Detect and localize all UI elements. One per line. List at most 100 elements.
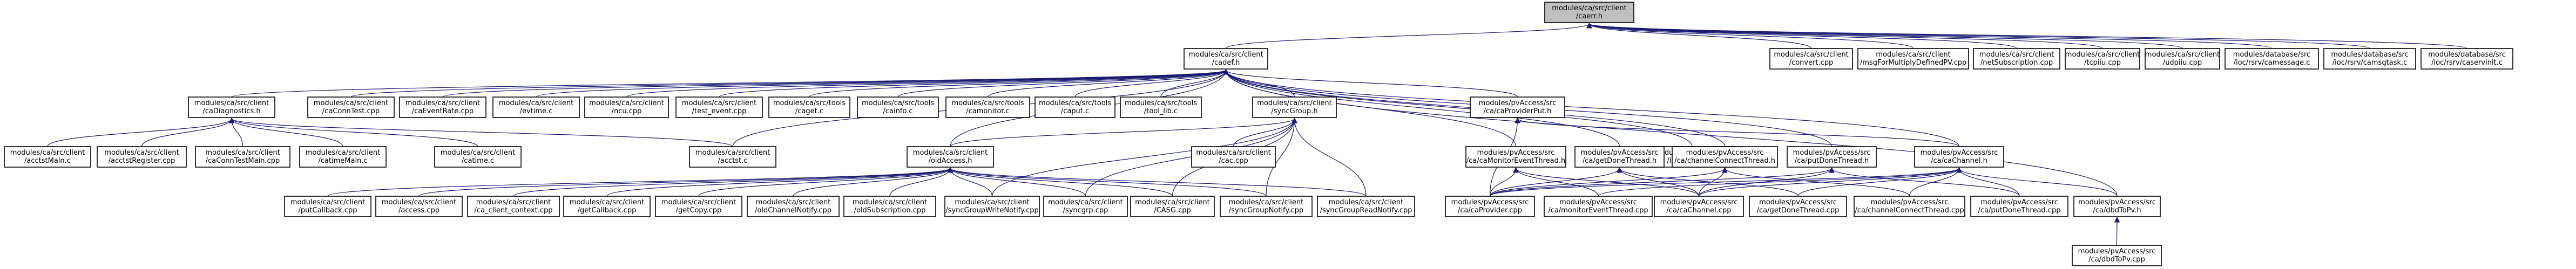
graph-node-caClientContext[interactable]: modules/ca/src/client/ca_client_context.… <box>467 196 560 217</box>
graph-node-syncgrp[interactable]: modules/ca/src/client/syncgrp.cpp <box>1043 196 1128 217</box>
graph-node-rsrvCamsgtask[interactable]: modules/database/src/ioc/rsrv/camsgtask.… <box>2323 48 2416 70</box>
graph-node-msgForMultiply[interactable]: modules/ca/src/client/msgForMultiplyDefi… <box>1857 48 1969 70</box>
graph-node-syncGroupWriteNotify[interactable]: modules/ca/src/client/syncGroupWriteNoti… <box>944 196 1040 217</box>
graph-node-acctstMain[interactable]: modules/ca/src/client/acctstMain.c <box>4 146 91 168</box>
edge-pvaGetDoneCpp-to-pvaGetDone <box>1620 168 1799 197</box>
graph-node-acctstRegister[interactable]: modules/ca/src/client/acctstRegister.cpp <box>97 146 187 168</box>
graph-node-pvaProviderPut[interactable]: modules/pvAccess/src/ca/caProviderPut.h <box>1470 96 1565 118</box>
graph-node-getCallback[interactable]: modules/ca/src/client/getCallback.cpp <box>563 196 651 217</box>
node-label-line: modules/pvAccess/src <box>1759 198 1837 206</box>
node-label-line: /tool_lib.c <box>1144 107 1178 115</box>
graph-node-cadef[interactable]: modules/ca/src/client/cadef.h <box>1184 48 1268 70</box>
node-label-line: /ioc/rsrv/caservinit.c <box>2431 59 2503 67</box>
node-label-line: modules/pvAccess/src <box>1581 149 1659 157</box>
graph-node-CASG[interactable]: modules/ca/src/client/CASG.cpp <box>1130 196 1215 217</box>
node-label-line: modules/ca/src/client <box>382 198 456 206</box>
node-label-line: /cadef.h <box>1212 59 1240 67</box>
graph-node-pvaCaProvider[interactable]: modules/pvAccess/src/ca/caProvider.cpp <box>1445 196 1535 217</box>
graph-node-syncGroupNotify[interactable]: modules/ca/src/client/syncGroupNotify.cp… <box>1220 196 1313 217</box>
node-box <box>1857 48 1969 70</box>
graph-node-toolsToolLib[interactable]: modules/ca/src/tools/tool_lib.c <box>1120 96 1202 118</box>
node-label-line: modules/pvAccess/src <box>1921 149 1998 157</box>
graph-node-pvaCaChannelCpp[interactable]: modules/pvAccess/src/ca/caChannel.cpp <box>1654 196 1744 217</box>
graph-node-caConnTest[interactable]: modules/ca/src/client/caConnTest.cpp <box>307 96 395 118</box>
node-label-line: modules/ca/src/client <box>405 99 480 107</box>
node-label-line: modules/ca/src/client <box>1135 198 1209 206</box>
graph-node-pvaDbdToPvCpp[interactable]: modules/pvAccess/src/ca/dbdToPv.cpp <box>2072 245 2162 266</box>
edge-pvaPutDoneCpp-to-pvaPutDone <box>1832 168 2020 197</box>
graph-node-getCopy[interactable]: modules/ca/src/client/getCopy.cpp <box>655 196 742 217</box>
node-label-line: modules/ca/src/client <box>853 198 927 206</box>
edge-pvaMonitorEventCpp-to-pvaCaChannel <box>1598 168 1959 197</box>
node-label-line: modules/ca/src/client <box>476 198 551 206</box>
node-label-line: modules/ca/src/client <box>1048 198 1123 206</box>
node-label-line: /ca/caChannel.cpp <box>1666 206 1731 215</box>
edge-pvaCaChannelCpp-to-pvaCaChannel <box>1698 168 1959 197</box>
graph-node-convert[interactable]: modules/ca/src/client/convert.cpp <box>1769 48 1853 70</box>
graph-node-rsrvCaMsg[interactable]: modules/database/src/ioc/rsrv/camessage.… <box>2225 48 2319 70</box>
graph-node-pvaGetDone[interactable]: modules/pvAccess/src/ca/getDoneThread.h <box>1574 146 1665 168</box>
node-box <box>2421 48 2513 70</box>
graph-node-udpiiu[interactable]: modules/ca/src/client/udpiiu.cpp <box>2145 48 2220 70</box>
node-label-line: modules/ca/src/tools <box>951 99 1024 107</box>
node-box <box>1130 196 1215 217</box>
graph-node-oldChannelNotify[interactable]: modules/ca/src/client/oldChannelNotify.c… <box>747 196 840 217</box>
graph-node-putCallback[interactable]: modules/ca/src/client/putCallback.cpp <box>284 196 371 217</box>
edge-pvaCaChannel-to-pvaProviderPut <box>1518 119 1960 147</box>
graph-node-acctstTime[interactable]: modules/ca/src/client/evtime.c <box>492 96 580 118</box>
graph-node-rsrvCaservinit[interactable]: modules/database/src/ioc/rsrv/caservinit… <box>2421 48 2513 70</box>
edge-pvaCaProvider-to-pvaChannelConnect <box>1489 168 1725 197</box>
node-box <box>467 196 560 217</box>
graph-node-toolsCaget[interactable]: modules/ca/src/tools/caget.c <box>768 96 850 118</box>
graph-node-pvaChannelConnectCpp[interactable]: modules/pvAccess/src/ca/channelConnectTh… <box>1854 196 1965 217</box>
node-label-line: modules/ca/src/client <box>2145 51 2220 59</box>
graph-node-pvaCaChannel[interactable]: modules/pvAccess/src/ca/caChannel.h <box>1914 146 2004 168</box>
graph-node-access[interactable]: modules/ca/src/client/access.cpp <box>375 196 463 217</box>
edges-layer <box>47 24 2467 246</box>
graph-node-pvaDbdToPvH[interactable]: modules/pvAccess/src/ca/dbdToPv.h <box>2073 196 2161 217</box>
graph-node-tcpiiu[interactable]: modules/ca/src/client/tcpiiu.cpp <box>2065 48 2140 70</box>
graph-node-oldSubscription[interactable]: modules/ca/src/client/oldSubscription.cp… <box>843 196 936 217</box>
graph-node-oldAccess[interactable]: modules/ca/src/client/oldAccess.h <box>907 146 994 168</box>
graph-node-toolsCaput[interactable]: modules/ca/src/tools/caput.c <box>1035 96 1115 118</box>
node-box <box>188 96 275 118</box>
graph-node-acctst[interactable]: modules/ca/src/client/acctst.c <box>689 146 776 168</box>
graph-node-testEvent[interactable]: modules/ca/src/client/test_event.cpp <box>675 96 763 118</box>
node-label-line: modules/database/src <box>2428 51 2506 59</box>
graph-node-toolsCainfo[interactable]: modules/ca/src/tools/cainfo.c <box>857 96 939 118</box>
graph-node-caConnTestMain[interactable]: modules/ca/src/client/caConnTestMain.cpp <box>195 146 290 168</box>
graph-node-netSubscription[interactable]: modules/ca/src/client/netSubscription.cp… <box>1973 48 2060 70</box>
edge-syncGroupWriteNotify-to-syncGroup <box>991 119 1295 197</box>
graph-node-pvaGetDoneCpp[interactable]: modules/pvAccess/src/ca/getDoneThread.cp… <box>1749 196 1847 217</box>
graph-node-syncGroupReadNotify[interactable]: modules/ca/src/client/syncGroupReadNotif… <box>1317 196 1415 217</box>
graph-node-caDiagnostics[interactable]: modules/ca/src/client/caDiagnostics.h <box>188 96 275 118</box>
node-box <box>2323 48 2416 70</box>
graph-node-catime[interactable]: modules/ca/src/client/catime.c <box>434 146 522 168</box>
graph-node-pvaPutDone[interactable]: modules/pvAccess/src/ca/putDoneThread.h <box>1787 146 1877 168</box>
graph-node-pvaMonitorEventCpp[interactable]: modules/pvAccess/src/ca/monitorEventThre… <box>1544 196 1653 217</box>
graph-node-pvaPutDoneCpp[interactable]: modules/pvAccess/src/ca/putDoneThread.cp… <box>1970 196 2068 217</box>
graph-node-pvaMonitorEvent[interactable]: modules/pvAccess/src/ca/caMonitorEventTh… <box>1465 146 1566 168</box>
node-label-line: modules/ca/src/client <box>306 149 380 157</box>
graph-node-cac[interactable]: modules/ca/src/client/cac.cpp <box>1191 146 1276 168</box>
node-box <box>584 96 669 118</box>
node-label-line: /ca/putDoneThread.h <box>1795 157 1869 165</box>
node-box <box>944 196 1040 217</box>
node-box <box>1465 146 1566 168</box>
graph-node-pvaChannelConnect[interactable]: modules/pvAccess/src/ca/channelConnectTh… <box>1672 146 1778 168</box>
node-label-line: /ca/channelConnectThread.h <box>1674 157 1775 165</box>
graph-node-catimeMain[interactable]: modules/ca/src/client/catimeMain.c <box>299 146 387 168</box>
graph-node-ncu[interactable]: modules/ca/src/client/ncu.cpp <box>584 96 669 118</box>
node-label-line: /ca_client_context.cpp <box>475 206 553 215</box>
graph-node-syncGroup[interactable]: modules/ca/src/client/syncGroup.h <box>1252 96 1337 118</box>
node-label-line: /ca/caProviderPut.h <box>1484 107 1552 115</box>
graph-node-cadef_root[interactable]: modules/ca/src/client/caerr.h <box>1544 2 1634 23</box>
node-label-line: modules/ca/src/client <box>1229 198 1303 206</box>
edge-pvaGetDoneCpp-to-pvaCaChannel <box>1797 168 1959 197</box>
graph-node-toolsCamonitor[interactable]: modules/ca/src/tools/camonitor.c <box>945 96 1030 118</box>
node-label-line: modules/ca/src/client <box>1552 4 1626 12</box>
node-label-line: /camonitor.c <box>966 107 1009 115</box>
graph-node-caEventRate[interactable]: modules/ca/src/client/caEventRate.cpp <box>399 96 486 118</box>
edge-dbCaLib-to-cadef <box>1226 70 1693 147</box>
node-label-line: /ioc/rsrv/camsgtask.c <box>2332 59 2407 67</box>
